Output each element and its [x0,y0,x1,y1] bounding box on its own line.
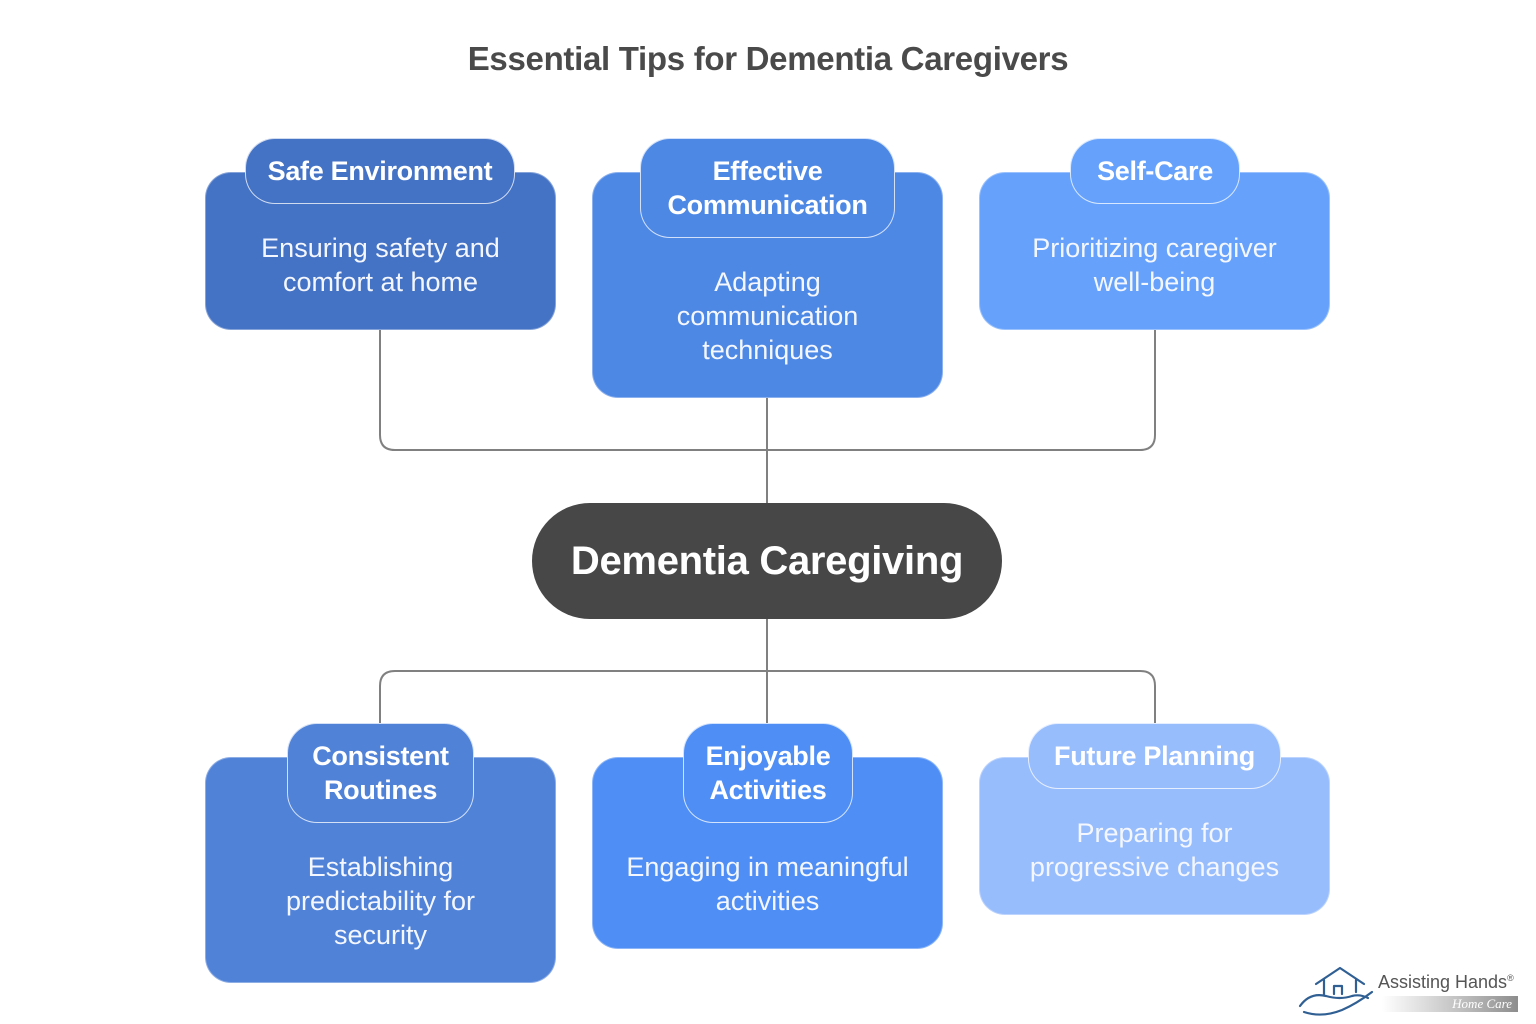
node-description: Establishing predictability for security [285,852,476,950]
node-future-planning: Preparing for progressive changes [979,757,1330,915]
logo-tagline: Home Care [1382,996,1518,1012]
hand-house-icon [1298,966,1374,1016]
node-title-safe-environment: Safe Environment [245,138,515,204]
node-description: Engaging in meaningful activities [626,852,909,916]
node-description: Preparing for progressive changes [1029,818,1280,882]
registered-mark: ® [1507,973,1514,983]
node-description: Ensuring safety and comfort at home [261,233,500,297]
diagram-title: Essential Tips for Dementia Caregivers [467,40,1069,77]
assisting-hands-logo: Assisting Hands® Home Care [1296,962,1526,1018]
node-description: Prioritizing caregiver well-being [1032,233,1277,297]
logo-brand-name: Assisting Hands® [1378,972,1514,993]
logo-brand-text: Assisting Hands [1378,972,1508,992]
node-title-enjoyable-activities: Enjoyable Activities [683,723,853,823]
node-title-consistent-routines: Consistent Routines [287,723,474,823]
node-title-future-planning: Future Planning [1028,723,1281,789]
node-title-effective-communication: Effective Communication [640,138,895,238]
node-self-care: Prioritizing caregiver well-being [979,172,1330,330]
central-topic: Dementia Caregiving [532,503,1002,619]
node-title-self-care: Self-Care [1070,138,1240,204]
node-description: Adapting communication techniques [676,267,859,365]
connector-bottom [379,670,1156,724]
